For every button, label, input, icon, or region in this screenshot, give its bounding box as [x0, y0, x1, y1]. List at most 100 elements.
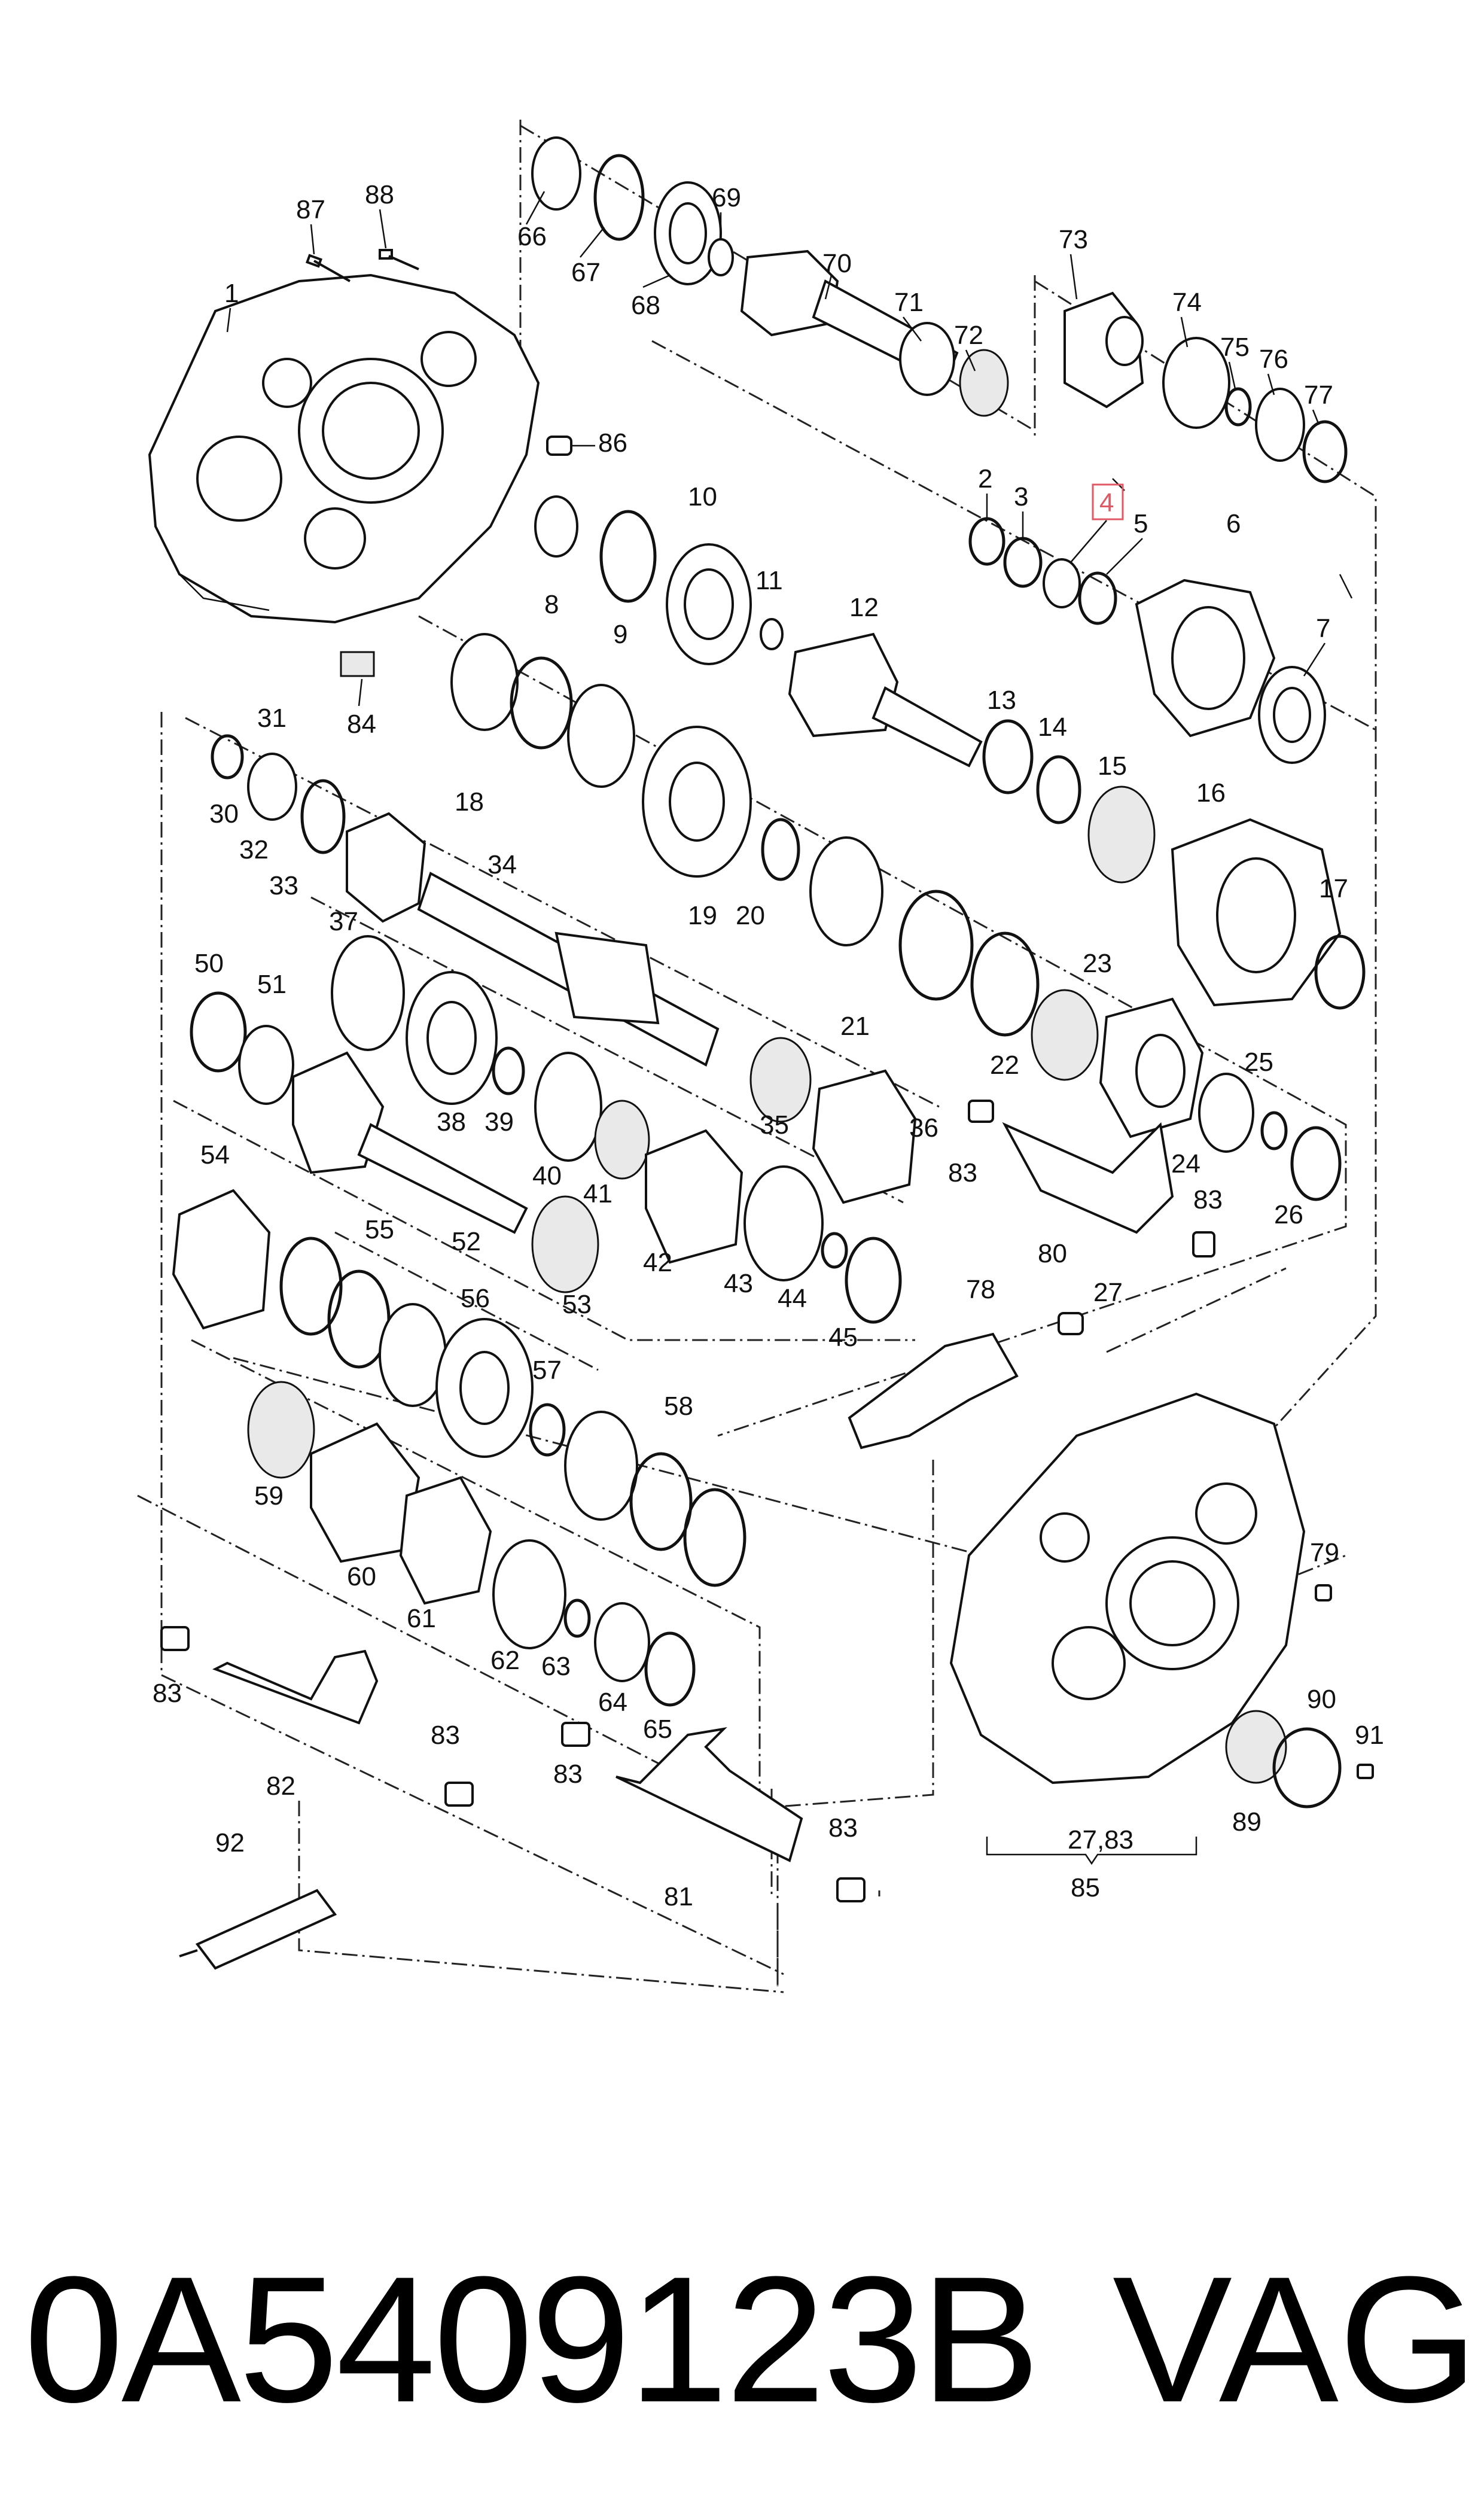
callout-40: 40	[532, 1161, 562, 1191]
callout-41: 41	[583, 1179, 613, 1208]
callout-43: 43	[724, 1269, 753, 1298]
part-84	[340, 651, 375, 677]
callout-61: 61	[407, 1604, 436, 1633]
callout-14: 14	[1038, 713, 1067, 742]
leader-lines	[226, 191, 1326, 707]
part-number: 0A5409123B	[24, 2239, 1040, 2440]
callout-64: 64	[598, 1688, 627, 1717]
callout-86: 86	[598, 428, 627, 458]
gear-group-37-45	[331, 935, 902, 1324]
callout-75: 75	[1220, 333, 1250, 362]
callout-19: 19	[688, 901, 717, 930]
callout-36: 36	[909, 1113, 938, 1143]
callout-77: 77	[1304, 380, 1333, 410]
callout-70: 70	[822, 249, 852, 278]
callout-8: 8	[544, 590, 559, 619]
callout-16: 16	[1196, 778, 1226, 808]
gear-group-22-26	[1031, 989, 1342, 1201]
callout-90: 90	[1307, 1685, 1336, 1714]
callout-62: 62	[490, 1646, 520, 1675]
sealant-tube-92	[179, 1889, 337, 1970]
callout-83d: 83	[431, 1721, 460, 1750]
callout-83f: 83	[828, 1813, 858, 1843]
callout-59: 59	[254, 1481, 284, 1511]
cap-27	[1058, 1312, 1084, 1335]
callout-2: 2	[978, 464, 992, 494]
highlight-box-4	[1092, 483, 1124, 520]
callout-56: 56	[461, 1284, 490, 1313]
callout-53: 53	[562, 1290, 592, 1319]
callout-58: 58	[664, 1392, 693, 1421]
callout-4: 4	[1099, 488, 1114, 517]
callout-6: 6	[1226, 509, 1241, 538]
callout-1: 1	[224, 279, 239, 308]
callout-71: 71	[894, 288, 924, 317]
callout-25: 25	[1244, 1048, 1273, 1077]
callout-81: 81	[664, 1882, 693, 1911]
callout-73: 73	[1059, 225, 1088, 254]
callout-50: 50	[194, 949, 224, 978]
callout-68: 68	[631, 291, 660, 320]
callout-83c: 83	[153, 1679, 182, 1708]
callout-35: 35	[760, 1110, 789, 1140]
callout-34: 34	[487, 850, 517, 879]
callout-13: 13	[987, 686, 1016, 715]
callout-26: 26	[1274, 1200, 1303, 1229]
callout-85-note: 27,83	[1068, 1825, 1133, 1855]
callout-83a: 83	[948, 1158, 977, 1188]
callout-10: 10	[688, 482, 717, 511]
callout-23: 23	[1083, 949, 1112, 978]
gear-group-54-58	[172, 1189, 746, 1587]
callout-88: 88	[365, 180, 394, 209]
callout-11: 11	[755, 566, 783, 595]
shaft-group-50-53	[190, 991, 599, 1293]
callout-89: 89	[1232, 1807, 1261, 1837]
callout-84: 84	[347, 710, 376, 739]
gearbox-housing-right	[949, 1392, 1306, 1785]
callout-79: 79	[1310, 1538, 1339, 1567]
callout-30: 30	[209, 799, 239, 829]
gearbox-housing-left	[148, 273, 540, 624]
callout-39: 39	[484, 1107, 514, 1137]
callout-3: 3	[1014, 482, 1028, 511]
callout-51: 51	[257, 970, 287, 999]
callout-15: 15	[1098, 751, 1127, 781]
callout-42: 42	[643, 1248, 672, 1277]
callout-69: 69	[712, 183, 741, 212]
callout-44: 44	[778, 1284, 807, 1313]
shift-fork-78	[848, 1332, 1019, 1450]
callout-24: 24	[1171, 1149, 1200, 1179]
callout-45: 45	[828, 1323, 858, 1352]
callout-7: 7	[1316, 614, 1330, 643]
final-drive-group	[968, 517, 1326, 764]
callout-22: 22	[990, 1051, 1019, 1080]
bolt-91	[1357, 1764, 1374, 1779]
callout-76: 76	[1259, 345, 1288, 374]
callout-labels: 1 2 3 4 5 6 7 8 9 10 11 12 13 14 15 16 1…	[153, 180, 1384, 1911]
callout-5: 5	[1133, 509, 1148, 538]
bolt-87	[305, 254, 351, 282]
shift-fork-80	[968, 1100, 1215, 1258]
callout-80: 80	[1038, 1239, 1067, 1268]
bolt-79	[1315, 1584, 1332, 1601]
callout-72: 72	[954, 321, 983, 350]
main-shaft-group	[211, 734, 917, 1204]
callout-92: 92	[215, 1828, 245, 1858]
callout-31: 31	[257, 704, 287, 733]
callout-60: 60	[347, 1562, 376, 1591]
shift-fork-82	[160, 1626, 474, 1807]
callout-63: 63	[541, 1652, 571, 1681]
bolt-88	[379, 249, 419, 270]
callout-87: 87	[296, 195, 325, 224]
cover-89	[1225, 1710, 1287, 1784]
callout-83b: 83	[1193, 1185, 1223, 1214]
callout-66: 66	[517, 222, 547, 251]
callout-57: 57	[532, 1356, 562, 1385]
callout-82: 82	[266, 1771, 295, 1801]
differential-group	[1064, 291, 1348, 483]
callout-18: 18	[455, 787, 484, 817]
gearbox-exploded-diagram: 1 2 3 4 5 6 7 8 9 10 11 12 13 14 15 16 1…	[137, 120, 1384, 1993]
callout-54: 54	[200, 1140, 230, 1170]
callout-83e: 83	[553, 1759, 583, 1789]
callout-17: 17	[1319, 874, 1348, 903]
